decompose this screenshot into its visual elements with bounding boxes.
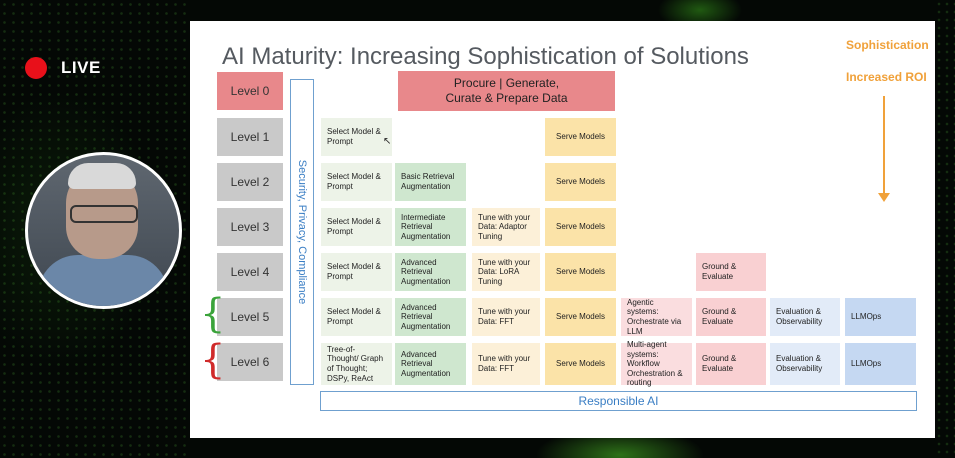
cell-ground-l5: Ground & Evaluate	[696, 298, 766, 336]
mouse-cursor-icon: ↖	[383, 136, 391, 147]
cell-serve-l3: Serve Models	[545, 208, 616, 246]
cell-serve-l1: Serve Models	[545, 118, 616, 156]
arrow-down-icon	[883, 96, 885, 196]
cell-intermediate-rag: Intermediate Retrieval Augmentation	[395, 208, 466, 246]
live-dot-icon	[25, 57, 47, 79]
security-bar: Security, Privacy, Compliance	[290, 79, 314, 385]
cell-select-model-l3: Select Model & Prompt	[321, 208, 392, 246]
cell-eval-obs-l6: Evaluation & Observability	[770, 343, 840, 385]
background-dots-right	[935, 0, 955, 458]
responsible-ai-bar: Responsible AI	[320, 391, 917, 411]
cell-tune-lora: Tune with your Data: LoRA Tuning	[472, 253, 540, 291]
cell-advanced-rag-l5: Advanced Retrieval Augmentation	[395, 298, 466, 336]
cell-advanced-rag-l6: Advanced Retrieval Augmentation	[395, 343, 466, 385]
green-brace-icon: {	[200, 294, 225, 334]
cell-tot: Tree-of-Thought/ Graph of Thought; DSPy,…	[321, 343, 392, 385]
arrow-head-icon	[878, 193, 890, 202]
cell-tune-fft-l6: Tune with your Data: FFT	[472, 343, 540, 385]
slide-title: AI Maturity: Increasing Sophistication o…	[222, 43, 749, 71]
cell-multi-agent: Multi-agent systems: Workflow Orchestrat…	[621, 343, 692, 385]
level-0: Level 0	[217, 72, 283, 110]
level-3: Level 3	[217, 208, 283, 246]
live-indicator: LIVE	[25, 57, 101, 79]
presenter-shirt	[38, 255, 168, 309]
cell-select-model-l4: Select Model & Prompt	[321, 253, 392, 291]
presentation-slide: AI Maturity: Increasing Sophistication o…	[190, 21, 935, 438]
cell-select-model-l2: Select Model & Prompt	[321, 163, 392, 201]
procure-line2: Curate & Prepare Data	[445, 91, 567, 106]
cell-serve-l2: Serve Models	[545, 163, 616, 201]
cell-ground-l4: Ground & Evaluate	[696, 253, 766, 291]
procure-line1: Procure | Generate,	[454, 76, 559, 91]
cell-serve-l5: Serve Models	[545, 298, 616, 336]
presenter-glasses	[70, 205, 138, 223]
cell-serve-l6: Serve Models	[545, 343, 616, 385]
sophistication-label: Sophistication	[846, 38, 929, 52]
red-brace-icon: {	[200, 340, 225, 380]
cell-llmops-l5: LLMOps	[845, 298, 916, 336]
cell-basic-rag: Basic Retrieval Augmentation	[395, 163, 466, 201]
presenter-hair	[68, 163, 136, 189]
presenter-webcam	[25, 152, 182, 309]
cell-serve-l4: Serve Models	[545, 253, 616, 291]
cell-agentic: Agentic systems: Orchestrate via LLM	[621, 298, 692, 336]
cell-select-model-l1: Select Model & Prompt	[321, 118, 392, 156]
cell-tune-fft-l5: Tune with your Data: FFT	[472, 298, 540, 336]
cell-advanced-rag-l4: Advanced Retrieval Augmentation	[395, 253, 466, 291]
cell-eval-obs-l5: Evaluation & Observability	[770, 298, 840, 336]
cell-select-model-l5: Select Model & Prompt	[321, 298, 392, 336]
level-4: Level 4	[217, 253, 283, 291]
security-label: Security, Privacy, Compliance	[296, 160, 308, 304]
level-2: Level 2	[217, 163, 283, 201]
cell-llmops-l6: LLMOps	[845, 343, 916, 385]
increased-roi-label: Increased ROI	[846, 70, 927, 84]
level-1: Level 1	[217, 118, 283, 156]
level-5: Level 5	[217, 298, 283, 336]
cell-ground-l6: Ground & Evaluate	[696, 343, 766, 385]
level-6: Level 6	[217, 343, 283, 381]
cell-tune-adaptor: Tune with your Data: Adaptor Tuning	[472, 208, 540, 246]
live-label: LIVE	[61, 58, 101, 78]
procure-box: Procure | Generate, Curate & Prepare Dat…	[398, 71, 615, 111]
